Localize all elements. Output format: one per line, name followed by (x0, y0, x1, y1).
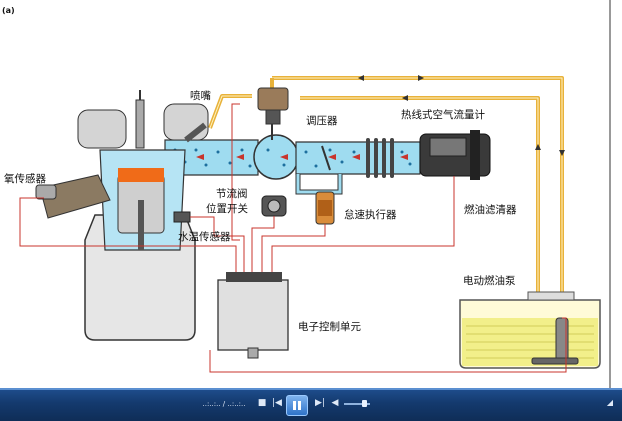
label-throttle-position-switch-1: 节流阀 (216, 187, 248, 200)
resize-grip-icon: ◢ (606, 398, 614, 407)
label-throttle-position-switch-2: 位置开关 (206, 202, 248, 215)
mass-air-flow-meter (419, 130, 491, 180)
intake-pipe (164, 134, 421, 180)
volume-icon[interactable]: ◀ (331, 398, 339, 408)
throttle-position-switch (261, 195, 287, 217)
volume-slider-knob[interactable] (362, 400, 367, 407)
figure-label: (a) (2, 6, 15, 15)
time-display: ..:..:.. / ..:..:.. (202, 400, 246, 408)
media-control-bar (0, 388, 622, 421)
next-button[interactable]: ▶| (315, 398, 325, 408)
label-electric-fuel-pump: 电动燃油泵 (463, 274, 516, 287)
label-coolant-temp-sensor: 水温传感器 (178, 230, 231, 243)
label-idle-speed-actuator: 怠速执行器 (344, 208, 397, 221)
volume-slider[interactable] (344, 403, 370, 405)
fuel-rail-parts (257, 87, 289, 140)
label-fuel-filter: 燃油滤清器 (464, 203, 517, 216)
label-oxygen-sensor: 氧传感器 (4, 172, 46, 185)
signal-wires (19, 103, 567, 373)
pause-button[interactable] (286, 395, 308, 416)
fuel-lines (208, 75, 565, 318)
idle-bypass (295, 174, 343, 225)
engine (35, 90, 209, 341)
label-ecu: 电子控制单元 (298, 320, 361, 333)
stop-button[interactable]: ■ (257, 398, 267, 408)
label-injector: 喷嘴 (190, 90, 211, 102)
ecu-box (217, 272, 289, 359)
label-pressure-regulator: 调压器 (306, 115, 338, 127)
label-mass-air-flow-meter: 热线式空气流量计 (401, 108, 485, 121)
previous-button[interactable]: |◀ (272, 398, 282, 408)
pause-icon (293, 401, 296, 410)
fuel-tank (459, 291, 601, 369)
